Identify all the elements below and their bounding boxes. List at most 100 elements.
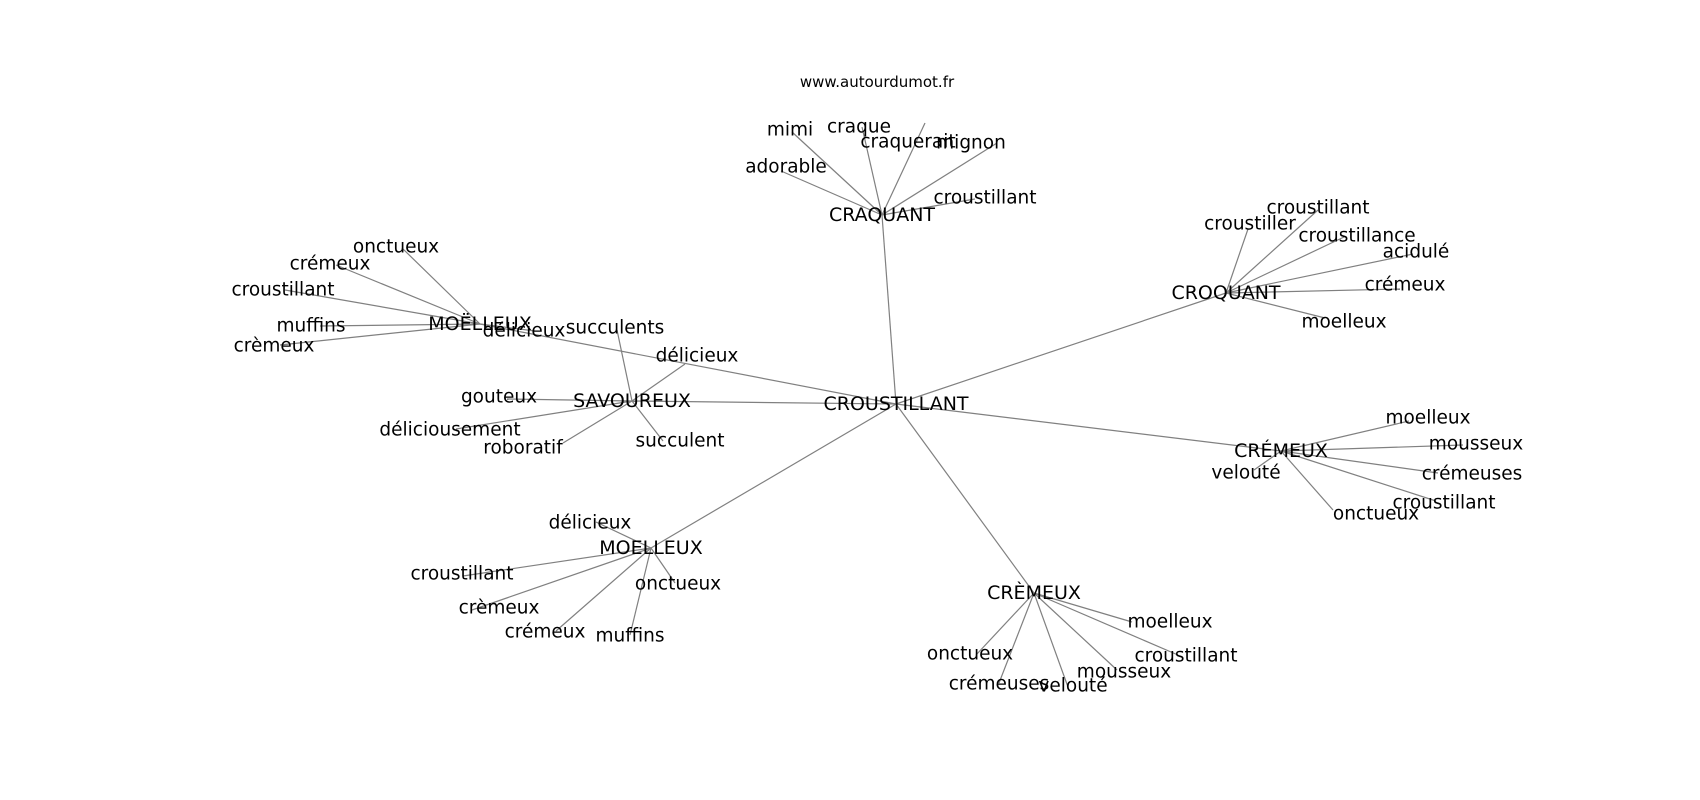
edge-4-0	[1280, 420, 1410, 452]
leaf-node-label: croustillant	[1266, 198, 1369, 219]
edge-1-3	[1225, 253, 1414, 294]
hub-node-label: MOELLEUX	[599, 537, 702, 559]
edge-0-5	[881, 198, 976, 216]
edge-center-2	[479, 323, 897, 405]
leaf-node-label: croustillant	[933, 188, 1036, 209]
edge-4-1	[1280, 444, 1464, 452]
leaf-node-label: crèmeux	[459, 598, 540, 619]
edge-2-0	[401, 247, 481, 325]
edge-2-3	[319, 323, 481, 327]
edge-4-2	[1280, 450, 1439, 474]
edge-center-1	[895, 292, 1227, 405]
edge-3-0	[616, 329, 633, 402]
leaf-node-label: croustillant	[410, 564, 513, 585]
edge-0-2	[861, 126, 883, 216]
hub-node-label: CRAQUANT	[829, 204, 935, 226]
edge-1-5	[1225, 292, 1326, 319]
edge-3-4	[562, 400, 633, 444]
leaf-node-label: succulents	[566, 318, 665, 339]
leaf-node-label: acidulé	[1383, 242, 1450, 263]
leaf-node-label: crémeuses	[1422, 464, 1523, 485]
hub-node-label: SAVOUREUX	[573, 390, 691, 412]
edge-5-1	[462, 547, 652, 577]
edge-1-0	[1225, 228, 1249, 294]
edge-0-3	[881, 122, 926, 216]
leaf-node-label: crémeux	[505, 622, 586, 643]
edge-6-0	[1033, 592, 1133, 623]
leaf-node-label: crémeuses	[949, 674, 1050, 695]
edge-6-3	[1033, 592, 1069, 688]
source-label: www.autourdumot.fr	[800, 73, 955, 91]
edge-4-3	[1280, 450, 1437, 502]
leaf-node-label: croustillant	[1134, 646, 1237, 667]
leaf-node-label: croustillant	[1392, 493, 1495, 514]
leaf-node-label: onctueux	[635, 574, 721, 595]
edge-5-3	[555, 547, 652, 632]
leaf-node-label: velouté	[1038, 676, 1107, 697]
center-node-label: CROUSTILLANT	[823, 393, 968, 415]
edge-2-1	[335, 264, 481, 325]
leaf-node-label: succulent	[636, 431, 725, 452]
leaf-node-label: moelleux	[1385, 408, 1470, 429]
leaf-node-label: délicieux	[549, 513, 632, 534]
edge-center-5	[650, 403, 897, 549]
leaf-node-label: onctueux	[1333, 504, 1419, 525]
leaf-node-label: croustiller	[1204, 214, 1296, 235]
edge-5-2	[471, 547, 652, 611]
leaf-node-label: muffins	[277, 316, 346, 337]
edge-center-6	[895, 403, 1035, 594]
edge-2-2	[284, 289, 481, 325]
edge-5-0	[595, 521, 652, 549]
leaf-node-label: mimi	[767, 120, 813, 141]
leaf-node-label: craquerait	[860, 132, 955, 153]
edge-3-5	[631, 400, 664, 442]
leaf-node-label: velouté	[1211, 463, 1280, 484]
leaf-node-label: crèmeux	[234, 336, 315, 357]
leaf-node-label: délicieux	[483, 321, 566, 342]
edge-4-4	[1280, 450, 1334, 511]
hub-node-label: CRÈMEUX	[987, 581, 1081, 604]
leaf-node-label: délicieux	[656, 346, 739, 367]
leaf-node-label: croustillant	[231, 280, 334, 301]
edge-1-1	[1225, 209, 1319, 294]
leaf-node-label: croustillance	[1298, 226, 1415, 247]
leaf-node-label: onctueux	[927, 644, 1013, 665]
edge-center-3	[631, 400, 897, 405]
edge-1-4	[1225, 288, 1401, 294]
edge-6-2	[1033, 592, 1118, 671]
edge-5-4	[629, 547, 652, 636]
leaf-node-label: crémeux	[290, 254, 371, 275]
leaf-node-label: muffins	[596, 626, 665, 647]
edge-6-1	[1033, 592, 1179, 656]
edge-2-4	[279, 323, 481, 346]
edges-layer	[279, 122, 1464, 688]
edge-0-0	[780, 170, 883, 216]
leaf-node-label: moelleux	[1127, 612, 1212, 633]
edge-center-0	[881, 214, 897, 405]
leaf-node-label: déliciousement	[379, 420, 520, 441]
edge-4-5	[1253, 450, 1282, 471]
edge-0-4	[881, 142, 998, 216]
leaf-node-label: craque	[827, 117, 891, 138]
edge-6-5	[975, 592, 1035, 656]
leaf-node-label: crémeux	[1365, 275, 1446, 296]
hub-node-label: CRÉMEUX	[1234, 439, 1328, 462]
hub-node-label: CROQUANT	[1171, 282, 1280, 304]
leaf-node-label: roboratif	[483, 438, 563, 459]
leaf-node-label: onctueux	[353, 237, 439, 258]
edge-3-2	[506, 398, 633, 402]
edge-center-4	[895, 403, 1282, 452]
leaf-node-label: moelleux	[1301, 312, 1386, 333]
leaf-node-label: mignon	[936, 133, 1006, 154]
edge-0-1	[791, 131, 883, 216]
leaf-node-label: adorable	[745, 157, 827, 178]
edge-1-2	[1225, 236, 1345, 294]
leaf-node-label: mousseux	[1429, 434, 1523, 455]
edge-6-4	[998, 592, 1035, 684]
edge-3-3	[455, 400, 633, 430]
labels-layer: www.autourdumot.fr CROUSTILLANT adorable m…	[231, 73, 1523, 697]
edge-5-5	[650, 547, 676, 584]
hub-node-label: MOËLLEUX	[428, 312, 531, 335]
edge-2-5	[479, 323, 536, 332]
